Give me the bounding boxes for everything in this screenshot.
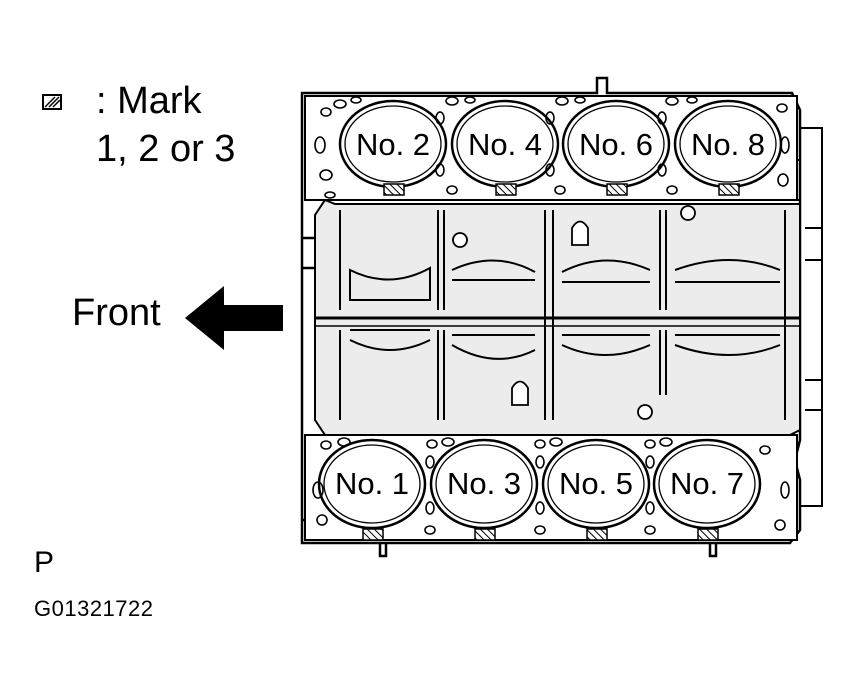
cylinder-label-no2: No. 2 [356,127,430,162]
crankcase [314,198,801,436]
bottom-bank-deck [304,434,798,541]
cylinder-label-no4: No. 4 [468,127,542,162]
mark-no4 [495,183,517,196]
legend-mark-values: 1, 2 or 3 [96,128,236,170]
mark-no1 [362,528,384,541]
view-code: P [34,546,55,579]
mark-no2 [383,183,405,196]
bore-marks-top [383,183,740,196]
cylinder-label-no6: No. 6 [579,127,653,162]
front-label: Front [72,292,161,334]
top-bank-deck [304,95,798,201]
cylinder-label-no3: No. 3 [447,466,521,501]
arrow-left-icon [185,286,283,350]
mark-no7 [697,528,719,541]
mark-no6 [606,183,628,196]
mark-no3 [474,528,496,541]
mark-no8 [718,183,740,196]
cylinder-label-no7: No. 7 [670,466,744,501]
figure-id: G01321722 [34,596,154,621]
bore-marks-bottom [362,528,719,541]
legend-mark-text: : Mark [96,80,202,122]
hatched-square-icon [42,94,62,110]
mark-no5 [586,528,608,541]
cylinder-label-no8: No. 8 [691,127,765,162]
cylinder-label-no5: No. 5 [559,466,633,501]
cylinder-label-no1: No. 1 [335,466,409,501]
